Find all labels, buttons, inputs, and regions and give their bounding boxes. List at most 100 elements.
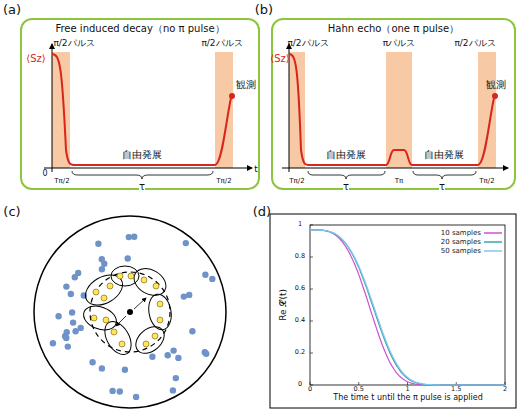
tick xyxy=(310,289,313,290)
legend-row: 20 samples xyxy=(441,237,502,246)
time-label: Tπ/2 xyxy=(216,178,231,186)
bath-spin xyxy=(202,272,208,278)
bath-spin xyxy=(50,340,56,346)
panel-letter: (c) xyxy=(3,205,20,219)
legend-stroke xyxy=(484,241,502,243)
legend-text: 20 samples xyxy=(441,238,481,246)
bath-spin xyxy=(75,270,81,276)
tick xyxy=(310,385,313,386)
bath-spin xyxy=(55,313,61,319)
axis-label: ⟨Sz⟩ xyxy=(270,53,289,64)
bath-spin xyxy=(122,367,128,373)
tick xyxy=(358,382,359,385)
panel-letter: (b) xyxy=(255,3,273,17)
observe-label: 観測 xyxy=(486,79,506,90)
bath-spin xyxy=(68,291,74,297)
bath-spin xyxy=(78,325,84,331)
fid-plot xyxy=(44,44,252,179)
legend-text: 50 samples xyxy=(441,247,481,255)
tick xyxy=(310,321,313,322)
bath-spin xyxy=(165,352,171,358)
bath-spin xyxy=(99,256,105,262)
bath-spin xyxy=(63,329,69,335)
time-label: Tπ xyxy=(395,178,404,186)
bath-spin xyxy=(89,359,95,365)
legend-stroke xyxy=(484,232,502,234)
legend-line xyxy=(484,239,502,245)
legend-row: 10 samples xyxy=(441,228,502,237)
axis-label: t xyxy=(254,165,258,175)
tick-label: 0.2 xyxy=(295,349,305,356)
bath-spin xyxy=(183,240,189,246)
bath-spin xyxy=(186,292,192,298)
observe-label: 観測 xyxy=(236,79,256,90)
bath-spin xyxy=(149,354,155,360)
bath-spin xyxy=(203,351,209,357)
phase-label: 自由発展 xyxy=(326,149,366,160)
bath-spin xyxy=(117,388,123,394)
panel-title: Hahn echo（one π pulse） xyxy=(273,22,514,36)
panel-letter: (d) xyxy=(253,205,271,219)
bath-spin xyxy=(189,328,195,334)
decay-curve xyxy=(310,230,505,385)
time-label: τ xyxy=(139,181,145,192)
bath-spin xyxy=(70,319,76,325)
pulse-label: π/2パルス xyxy=(454,39,495,49)
bath-spin xyxy=(209,276,215,282)
tick-label: 0 xyxy=(298,381,302,388)
phase-label: 自由発展 xyxy=(424,149,464,160)
decay-curve xyxy=(310,230,505,385)
legend: 10 samples20 samples50 samples xyxy=(441,228,502,255)
tick-label: 0.4 xyxy=(295,317,305,324)
tick-label: 0 xyxy=(308,386,312,393)
tick xyxy=(310,225,313,226)
bath-spin xyxy=(63,335,69,341)
tick-label: 0.6 xyxy=(295,285,305,292)
time-label: Tπ/2 xyxy=(479,178,494,186)
legend-stroke xyxy=(484,250,502,252)
pulse-label: π/2パルス xyxy=(53,39,94,49)
axis-label: ⟨Sz⟩ xyxy=(26,53,45,64)
spin-bath xyxy=(34,216,226,408)
hahn-plot xyxy=(282,44,508,179)
bath-spin xyxy=(125,255,131,261)
bath-spin xyxy=(173,375,179,381)
panel-letter: (a) xyxy=(3,3,21,17)
legend-row: 50 samples xyxy=(441,246,502,255)
bath-spin xyxy=(99,365,105,371)
time-label: τ xyxy=(439,181,445,192)
tick xyxy=(310,353,313,354)
bath-spin xyxy=(181,293,187,299)
axis-title: The time t until the π pulse is applied xyxy=(333,394,482,403)
bath-spin xyxy=(95,241,101,247)
legend-text: 10 samples xyxy=(441,229,481,237)
axis-title: Re 𝓛(t) xyxy=(279,289,289,321)
decay-plot xyxy=(270,214,516,408)
time-label: Tπ/2 xyxy=(54,178,69,186)
time-label: Tπ/2 xyxy=(289,178,304,186)
pulse-label: πパルス xyxy=(383,39,415,49)
pulse-label: π/2パルス xyxy=(201,39,242,49)
tick-label: 0.5 xyxy=(354,386,364,393)
tick xyxy=(310,382,311,385)
legend-line xyxy=(484,248,502,254)
tick-label: 1.5 xyxy=(451,386,461,393)
legend-line xyxy=(484,230,502,236)
panel-title: Free induced decay（no π pulse） xyxy=(22,22,258,36)
bath-spin xyxy=(170,347,176,353)
bath-spin xyxy=(63,283,69,289)
tick xyxy=(310,257,313,258)
decay-curve xyxy=(310,230,505,385)
bath-spin xyxy=(133,394,139,400)
bath-spin xyxy=(170,387,176,393)
bath-spin xyxy=(175,355,181,361)
pulse-label: π/2パルス xyxy=(287,39,328,49)
tick-label: 2 xyxy=(503,386,507,393)
bath-spin xyxy=(109,388,115,394)
bath-spin xyxy=(126,234,132,240)
phase-label: 自由発展 xyxy=(122,149,162,160)
tick-label: 1 xyxy=(298,221,302,228)
tick-label: 0.8 xyxy=(295,253,305,260)
tick-label: 1 xyxy=(405,386,409,393)
time-label: τ xyxy=(343,181,349,192)
